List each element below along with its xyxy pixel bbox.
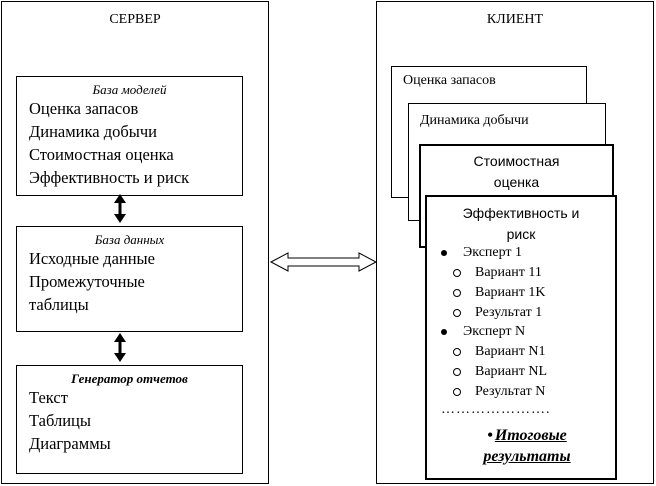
card-title: Оценка запасов [403, 73, 496, 88]
card-title: Стоимостная оценка [473, 153, 560, 190]
bullet-circle-icon [453, 308, 461, 317]
variant-label: Результат N [475, 384, 546, 399]
reports-item: Текст [29, 388, 68, 407]
bullet-dot-icon [441, 249, 447, 256]
models-header: База моделей [92, 82, 167, 97]
client-panel: КЛИЕНТ Оценка запасов Динамика добычи Ст… [376, 1, 654, 484]
bullet-circle-icon [453, 288, 461, 297]
reports-item: Таблицы [29, 411, 91, 430]
variant-label: Вариант 1K [475, 285, 546, 300]
variant-label: Результат 1 [475, 305, 543, 320]
database-header: База данных [94, 232, 165, 247]
variant-label: Вариант NL [475, 364, 548, 379]
final-results: •Итоговые результаты [467, 425, 587, 467]
bullet-dot-icon [441, 328, 447, 335]
variant-row: Вариант 11 [453, 265, 542, 281]
ellipsis-dots: …………………. [441, 402, 551, 417]
models-box: База моделей Оценка запасов Динамика доб… [16, 76, 243, 196]
card-title: Эффективность и риск [462, 205, 580, 242]
expert-name: Эксперт N [463, 324, 526, 339]
bullet-dot-icon: • [487, 427, 493, 444]
models-item: Динамика добычи [29, 122, 157, 141]
bullet-circle-icon [453, 367, 461, 376]
variant-row: Результат N [453, 384, 545, 400]
variant-row: Вариант N1 [453, 344, 545, 360]
double-arrow-horizontal-icon [269, 252, 378, 272]
database-item: Промежуточные [29, 272, 145, 291]
reports-box: Генератор отчетов Текст Таблицы Диаграмм… [16, 365, 243, 474]
reports-item: Диаграммы [29, 434, 111, 453]
variant-label: Вариант N1 [475, 344, 546, 359]
database-item: Исходные данные [29, 249, 155, 268]
server-panel: СЕРВЕР База моделей Оценка запасов Динам… [1, 1, 269, 484]
client-title: КЛИЕНТ [486, 12, 544, 27]
expert-row: Эксперт 1 [441, 245, 522, 261]
bullet-circle-icon [453, 347, 461, 356]
card-title: Динамика добычи [420, 113, 529, 128]
final-results-label: Итоговые результаты [483, 427, 571, 465]
database-box: База данных Исходные данные Промежуточны… [16, 226, 243, 332]
variant-row: Вариант 1K [453, 285, 545, 301]
variant-row: Результат 1 [453, 305, 542, 321]
bullet-circle-icon [453, 387, 461, 396]
models-item: Эффективность и риск [29, 168, 190, 187]
variant-label: Вариант 11 [475, 265, 542, 280]
expert-name: Эксперт 1 [463, 245, 523, 260]
card-efficiency: Эффективность и риск Эксперт 1 Вариант 1… [425, 195, 617, 480]
database-item: таблицы [29, 295, 89, 314]
reports-header: Генератор отчетов [71, 371, 188, 386]
models-item: Стоимостная оценка [29, 145, 174, 164]
expert-row: Эксперт N [441, 324, 525, 340]
variant-row: Вариант NL [453, 364, 547, 380]
models-item: Оценка запасов [29, 99, 139, 118]
bullet-circle-icon [453, 268, 461, 277]
server-title: СЕРВЕР [109, 12, 161, 27]
